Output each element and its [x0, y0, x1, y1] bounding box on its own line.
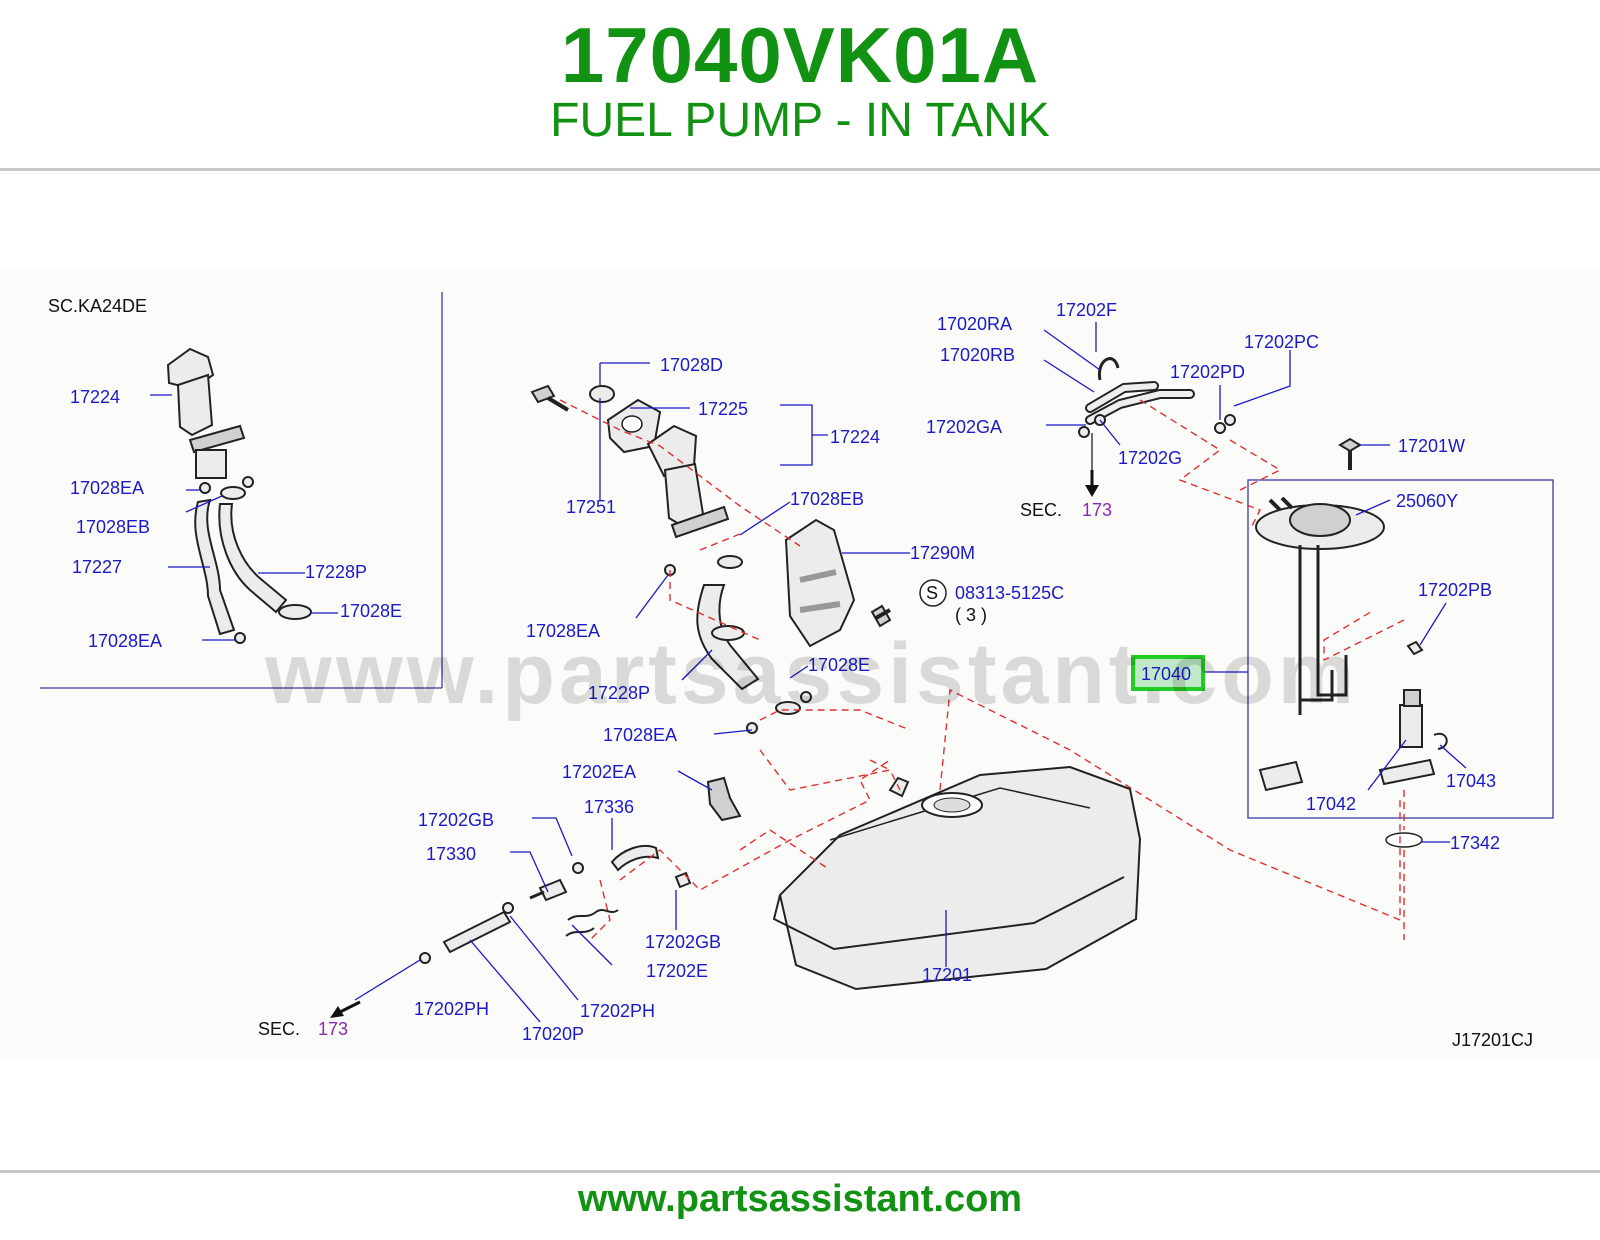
- leader-lines: [330, 322, 1467, 1023]
- label-17042[interactable]: 17042: [1306, 794, 1356, 814]
- label-17202EA[interactable]: 17202EA: [562, 762, 636, 782]
- label-17020RA[interactable]: 17020RA: [937, 314, 1012, 334]
- filler-neck-drawing: [530, 384, 812, 734]
- sec-number-lower[interactable]: 173: [318, 1019, 348, 1039]
- heat-shield-drawing: [784, 518, 892, 648]
- fuel-pump-assembly-drawing: [1247, 437, 1554, 848]
- s-symbol-letter: S: [926, 583, 938, 603]
- label-17228P[interactable]: 17228P: [588, 683, 650, 703]
- label-inset-17224: 17224: [70, 387, 120, 407]
- footer-divider: [0, 1170, 1600, 1173]
- label-17028EA[interactable]: 17028EA: [526, 621, 600, 641]
- label-17202GB[interactable]: 17202GB: [418, 810, 494, 830]
- label-17020RB[interactable]: 17020RB: [940, 345, 1015, 365]
- drawing-code: J17201CJ: [1452, 1030, 1533, 1050]
- highlighted-part-17040[interactable]: 17040: [1131, 655, 1205, 691]
- label-17202PB[interactable]: 17202PB: [1418, 580, 1492, 600]
- label-17330[interactable]: 17330: [426, 844, 476, 864]
- label-17028D[interactable]: 17028D: [660, 355, 723, 375]
- label-17224[interactable]: 17224: [830, 427, 880, 447]
- label-17202PH-right[interactable]: 17202PH: [580, 1001, 655, 1021]
- label-17202E[interactable]: 17202E: [646, 961, 708, 981]
- fuel-line-drawing: [419, 776, 742, 964]
- label-17202G[interactable]: 17202G: [1118, 448, 1182, 468]
- label-inset-17028E: 17028E: [340, 601, 402, 621]
- inset-title: SC.KA24DE: [48, 296, 147, 316]
- label-17202F[interactable]: 17202F: [1056, 300, 1117, 320]
- label-inset-17227: 17227: [72, 557, 122, 577]
- label-17043[interactable]: 17043: [1446, 771, 1496, 791]
- label-inset-17028EA-lower: 17028EA: [88, 631, 162, 651]
- label-17342[interactable]: 17342: [1450, 833, 1500, 853]
- label-17202GB-lower[interactable]: 17202GB: [645, 932, 721, 952]
- label-17028EB[interactable]: 17028EB: [790, 489, 864, 509]
- parts-diagram-area: SC.KA24DE 17224 17028EA 17028EB: [0, 270, 1600, 1060]
- sec-label-lower: SEC.: [258, 1019, 300, 1039]
- label-17202PC[interactable]: 17202PC: [1244, 332, 1319, 352]
- label-17202PD[interactable]: 17202PD: [1170, 362, 1245, 382]
- label-17225[interactable]: 17225: [698, 399, 748, 419]
- part-number-title: 17040VK01A: [560, 11, 1040, 99]
- tightening-torque-symbol: S: [919, 579, 947, 607]
- label-17201W[interactable]: 17201W: [1398, 436, 1465, 456]
- sec-number-upper[interactable]: 173: [1082, 500, 1112, 520]
- header-divider: [0, 168, 1600, 171]
- assembly-dashed-lines: [559, 399, 1405, 941]
- label-17251[interactable]: 17251: [566, 497, 616, 517]
- label-inset-17028EB: 17028EB: [76, 517, 150, 537]
- label-17028EA-lower[interactable]: 17028EA: [603, 725, 677, 745]
- label-inset-17028EA: 17028EA: [70, 478, 144, 498]
- part-name-subtitle: FUEL PUMP - IN TANK: [550, 94, 1050, 147]
- footer-website-link[interactable]: www.partsassistant.com: [577, 1178, 1023, 1220]
- inset-panel: SC.KA24DE 17224 17028EA 17028EB: [40, 292, 443, 689]
- inset-leader-lines: [150, 394, 338, 641]
- label-17028E[interactable]: 17028E: [808, 655, 870, 675]
- sec-label-upper: SEC.: [1020, 500, 1062, 520]
- bolt-quantity: ( 3 ): [955, 605, 987, 625]
- fuel-tank-drawing: [772, 765, 1142, 991]
- vent-tube-drawing: [1078, 357, 1236, 438]
- exploded-parts-diagram: SC.KA24DE 17224 17028EA 17028EB: [40, 292, 1554, 1050]
- label-25060Y[interactable]: 25060Y: [1396, 491, 1458, 511]
- label-08313-5125C[interactable]: 08313-5125C: [955, 583, 1064, 603]
- label-17020P[interactable]: 17020P: [522, 1024, 584, 1044]
- label-17202GA[interactable]: 17202GA: [926, 417, 1002, 437]
- label-17336[interactable]: 17336: [584, 797, 634, 817]
- label-17201[interactable]: 17201: [922, 965, 972, 985]
- inset-filler-neck-drawing: [166, 347, 312, 644]
- label-17202PH[interactable]: 17202PH: [414, 999, 489, 1019]
- watermark-text: www.partsassistant.com: [265, 626, 1359, 722]
- label-inset-17228P: 17228P: [305, 562, 367, 582]
- label-17290M[interactable]: 17290M: [910, 543, 975, 563]
- label-17040[interactable]: 17040: [1141, 664, 1191, 684]
